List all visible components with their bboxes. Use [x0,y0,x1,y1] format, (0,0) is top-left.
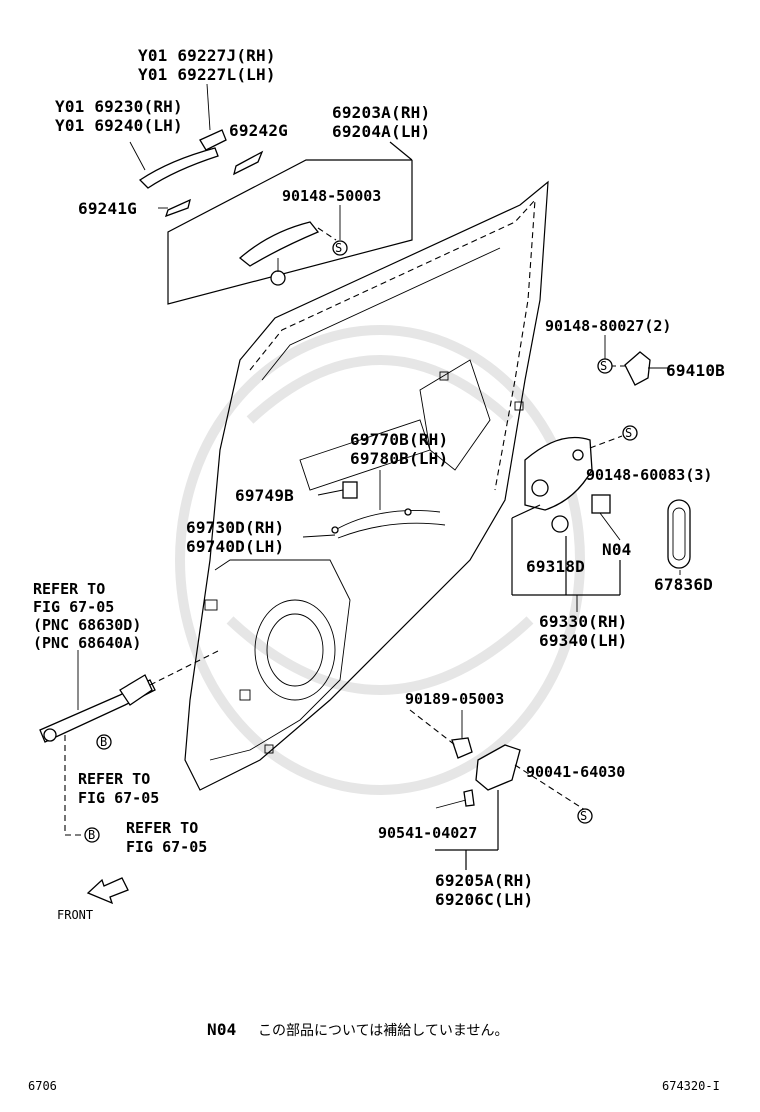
label-screw-50003: 90148-50003 [282,187,381,205]
marker-s-3: S [625,426,632,440]
marker-b-1: B [100,735,107,749]
rod-and-cable-parts [302,470,446,539]
label-n04: N04 [602,540,632,559]
page-number-left: 6706 [28,1079,57,1093]
label-pad-g: 69241G [78,199,137,218]
label-seal: 67836D [654,575,713,594]
refer-2-line-1: REFER TO [78,770,150,788]
front-label: FRONT [57,908,93,922]
marker-s-4: S [580,809,587,823]
label-handle-rh-2: Y01 69227L(LH) [138,65,276,84]
watermark-emblem [175,325,585,795]
inner-handle-part [409,709,586,870]
handle-frame-part [238,205,341,286]
refer-3-line-1: REFER TO [126,819,198,837]
label-screw-80027: 90148-80027(2) [545,317,671,335]
marker-s-2: S [600,359,607,373]
label-cover-g: 69242G [229,121,288,140]
label-inner-handle-2: 69206C(LH) [435,890,533,909]
refer-1-line-3: (PNC 68630D) [33,616,141,634]
label-screw-60083: 90148-60083(3) [586,466,712,484]
outer-handle-part [129,83,264,218]
note-text: この部品については補給していません。 [258,1023,508,1039]
marker-s-group: S S S S [332,240,638,824]
outer-handle-assy-box [167,141,413,305]
marker-b-group: B B [84,734,112,843]
label-screw-05003: 90189-05003 [405,690,504,708]
marker-b-2: B [88,828,95,842]
lock-assy-part [511,435,623,612]
label-handle-frame-2: Y01 69240(LH) [55,116,183,135]
door-check-part [39,649,221,836]
front-arrow-icon [86,877,129,905]
refer-1-line-2: FIG 67-05 [33,598,114,616]
page-number-right: 674320-I [662,1079,720,1093]
label-inner-handle-1: 69205A(RH) [435,871,533,890]
label-cushion: 69318D [526,557,585,576]
label-bolt-04027: 90541-04027 [378,824,477,842]
label-handle-rh-1: Y01 69227J(RH) [138,46,276,65]
label-screw-64030: 90041-64030 [526,763,625,781]
label-cable-1: 69730D(RH) [186,518,284,537]
label-cable-2: 69740D(LH) [186,537,284,556]
label-clip-b: 69749B [235,486,294,505]
refer-3-line-2: FIG 67-05 [126,838,207,856]
marker-s-1: S [335,241,342,255]
label-lock-assy-1: 69330(RH) [539,612,628,631]
label-outer-handle-assy-2: 69204A(LH) [332,122,430,141]
refer-1-line-4: (PNC 68640A) [33,634,141,652]
label-rod-1: 69770B(RH) [350,430,448,449]
seal-part [667,499,691,575]
label-outer-handle-assy-1: 69203A(RH) [332,103,430,122]
refer-2-line-2: FIG 67-05 [78,789,159,807]
note-code: N04 [207,1020,237,1039]
label-rod-2: 69780B(LH) [350,449,448,468]
striker-part [604,335,670,386]
label-striker: 69410B [666,361,725,380]
door-panel [184,180,549,791]
label-handle-frame-1: Y01 69230(RH) [55,97,183,116]
label-lock-assy-2: 69340(LH) [539,631,628,650]
refer-1-line-1: REFER TO [33,580,105,598]
